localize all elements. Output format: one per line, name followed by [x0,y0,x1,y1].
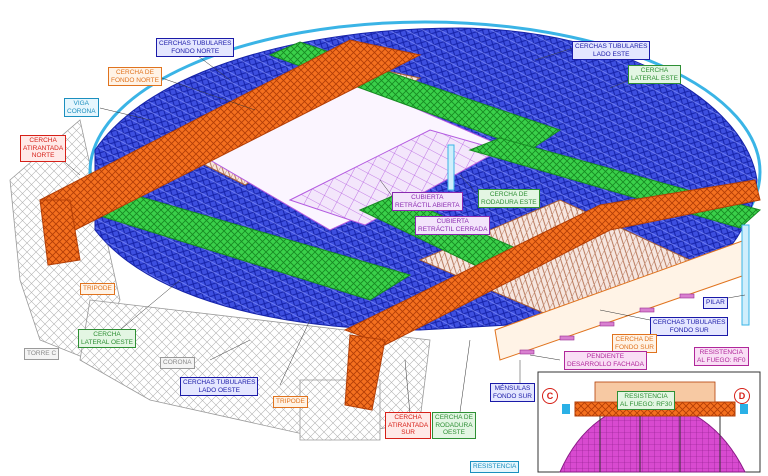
label-tripode-bottom: TRIPODE [273,396,308,408]
mensulas-fondo-sur [519,293,695,355]
label-pilar: PILAR [703,297,728,309]
pilar-columns [447,144,750,326]
label-torre-c: TORRE C [24,348,60,360]
label-resistencia-bottom: RESISTENCIA [470,461,520,473]
section-tag-c: C [542,388,558,404]
section-tag-d: D [734,388,750,404]
label-tripode-left: TRIPODE [80,283,115,295]
label-corona: CORONA [160,357,195,369]
section-inset [537,371,761,473]
